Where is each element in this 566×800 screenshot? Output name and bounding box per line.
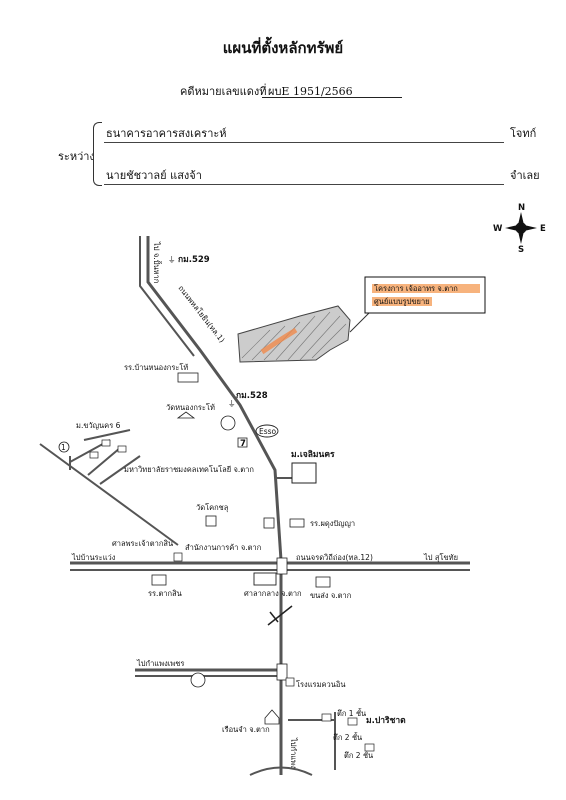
rail-crossing: [267, 605, 293, 626]
defendant-line: [104, 184, 504, 185]
esso-label: Esso: [259, 427, 277, 436]
temple-nongkrathing-label: วัดหนองกระโท้: [166, 403, 215, 412]
school-phadung-label: รร.ผดุงปัญญา: [310, 519, 355, 528]
compass-e: E: [540, 224, 546, 234]
hotel-icon: [285, 677, 295, 687]
village-parichat-label: ม.ปาริชาต: [366, 715, 406, 726]
junction-traffic-light: [276, 557, 288, 575]
school-nongkrathing-label: รร.บ้านหนองกระโท้: [124, 363, 188, 372]
plaintiff-line: [104, 142, 504, 143]
main-road-label: ถนนพหลโยธิน(ทล.1): [176, 284, 226, 345]
case-number: ผบE 1951/2566: [268, 85, 353, 98]
km528-label: กม.528: [236, 391, 268, 401]
roundabout-icon: [190, 672, 206, 688]
village-chanyun-label: ม.ขวัญนคร 6: [76, 421, 121, 430]
school-icon: [177, 372, 199, 383]
house-icon: [89, 451, 99, 459]
circle-marker: [58, 441, 70, 453]
court-label: ศาลากลาง จ.ตาก: [244, 589, 302, 598]
callout-line2: ศูนย์แบบรูปขยาย: [374, 297, 430, 306]
north-road-edge: [139, 236, 195, 357]
shop2-label: ตึก 2 ชั้น: [333, 732, 362, 742]
callout-box: [364, 276, 486, 314]
house-icon: [321, 713, 332, 722]
temple-dhamma-label: วัดโคกชลุ: [196, 503, 228, 512]
shop3-label: ตึก 2 ชั้น: [344, 750, 373, 760]
circle-marker-label: 1: [61, 443, 66, 452]
defendant-name: นายชัชวาลย์ แสงจ้า: [106, 169, 202, 182]
cross-road-label: ถนนจรดวิถีถ่อง(ทล.12): [296, 553, 373, 562]
callout-line1: โครงการ เจ้ออาทร จ.ตาก: [374, 284, 458, 293]
house-icon: [101, 439, 111, 447]
to-north-label: ไป จ.ปั้นหาก: [152, 241, 162, 283]
compass-w: W: [493, 224, 503, 234]
shop1-label: ตึก 1 ชั้น: [337, 708, 366, 718]
school-taksin-icon: [151, 574, 167, 586]
village-chalerm-icon: [291, 462, 317, 484]
to-west-label: ไปบ้านระแว่ง: [71, 553, 116, 562]
plot-highlight: [260, 327, 298, 355]
hotel-label: โรงแรมควนอิน: [296, 680, 346, 689]
transport-icon: [315, 576, 331, 588]
to-south-label: ไปกำแพง: [289, 737, 298, 769]
main-highway: [146, 236, 283, 775]
plaintiff-role: โจทก์: [510, 127, 537, 140]
compass-rose: N S E W: [493, 203, 546, 255]
house-icon: [117, 445, 127, 453]
defendant-role: จำเลย: [510, 169, 540, 182]
bottom-curve-road: [249, 766, 313, 776]
case-number-underline: [262, 97, 402, 98]
to-kamphaeng-label: ไปกำแพงเพชร: [136, 659, 184, 668]
case-number-label: คดีหมายเลขแดงที่: [180, 85, 267, 98]
parties-brace: [93, 122, 102, 186]
km-marker-icon: ⏚: [168, 255, 176, 264]
plaintiff-name: ธนาคารอาคารสงเคราะห์: [106, 127, 227, 140]
house-icon: [347, 717, 358, 726]
temple-dhamma-icon: [205, 515, 217, 527]
esso-station-icon: [255, 424, 279, 438]
office-label: สำนักงานการค้า จ.ตาก: [185, 543, 261, 552]
to-east-label: ไป สุโขทัย: [423, 553, 458, 562]
between-label: ระหว่าง: [58, 150, 95, 163]
km529-label: กม.529: [178, 255, 210, 265]
village-loop: [69, 429, 131, 470]
compass-s: S: [518, 245, 524, 255]
prison-icon: [264, 709, 280, 725]
transport-label: ขนส่ง จ.ตาก: [310, 591, 351, 600]
shrine-label: ศาลพระเจ้าตากสิน: [112, 539, 173, 548]
compass-n: N: [518, 203, 525, 213]
university-label: มหาวิทยาลัยราชมงคลเทคโนโลยี จ.ตาก: [124, 465, 254, 474]
court-icon: [253, 572, 277, 586]
page-title: แผนที่ตั้งหลักทรัพย์: [222, 39, 344, 57]
school-taksin-label: รร.ตากสิน: [148, 589, 182, 598]
traffic-light-icon: [173, 552, 183, 562]
seven-eleven-icon: [237, 437, 248, 448]
prison-label: เรือนจำ จ.ตาก: [222, 725, 270, 734]
km528-icon: ⏚: [228, 399, 236, 408]
location-map: N S E W โครงการ เจ้ออาทร จ.ตาก ศูนย์แบบร…: [39, 203, 546, 776]
seven-eleven-icon-2: [263, 517, 275, 529]
school-phadung-icon: [289, 518, 305, 528]
junction-traffic-light-2: [276, 663, 288, 681]
west-village-road: [39, 439, 179, 546]
temple-icon: [176, 411, 196, 419]
village-chalerm-label: ม.เจลิมนคร: [291, 449, 335, 460]
seven-eleven-label: 7: [240, 439, 246, 449]
shell-station-icon: [220, 415, 236, 431]
house-icon: [364, 743, 375, 752]
